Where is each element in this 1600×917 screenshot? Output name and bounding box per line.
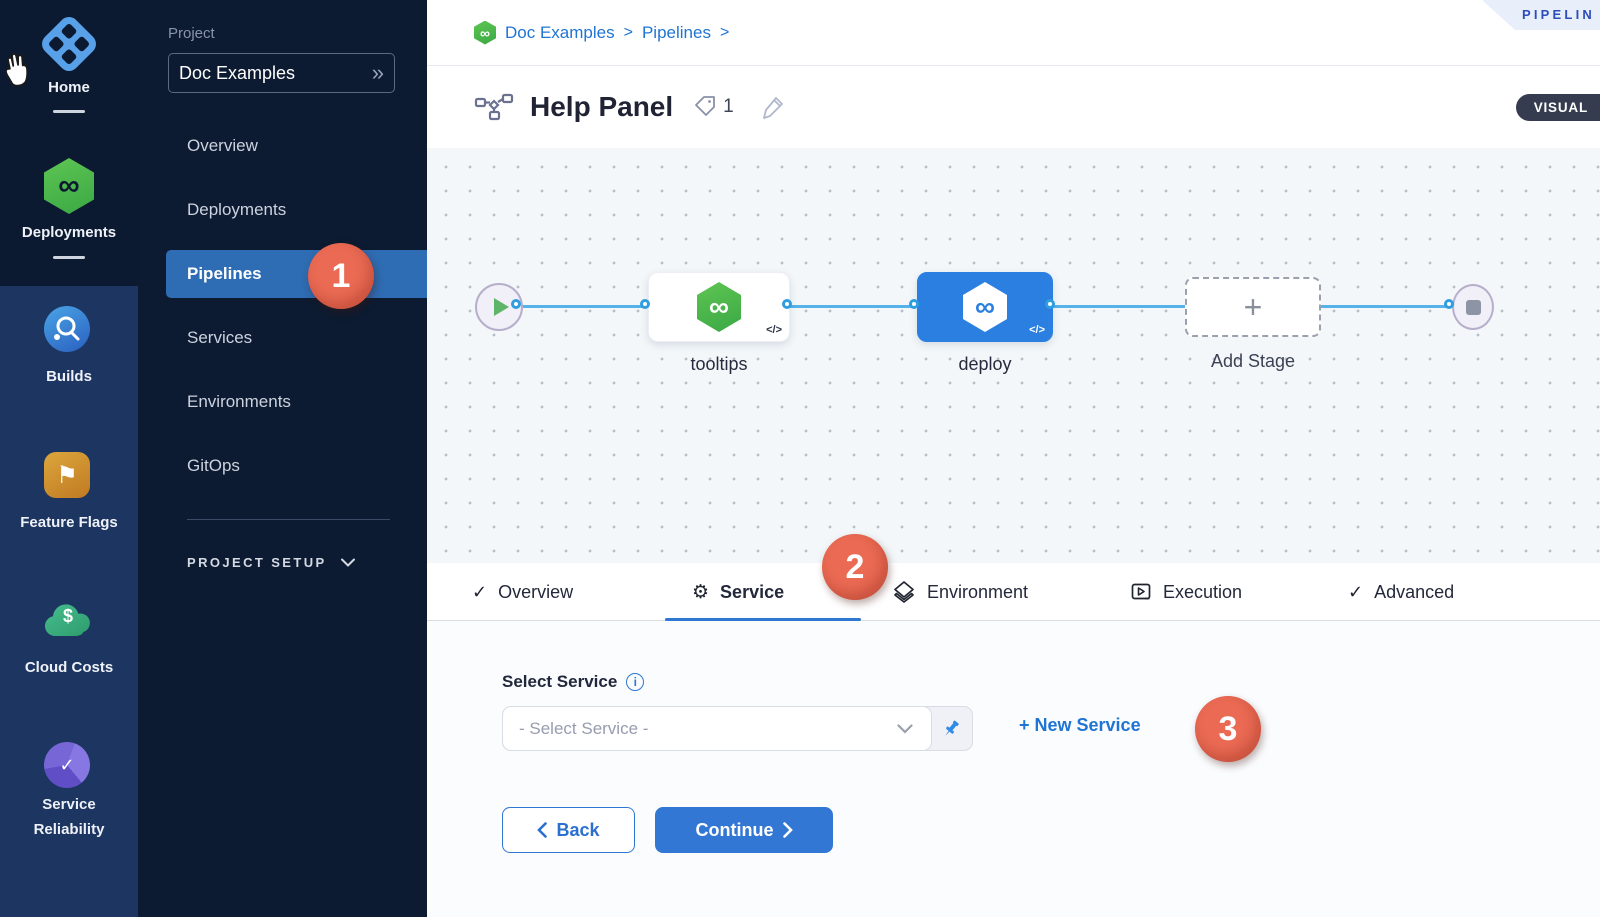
- tab-environment[interactable]: Environment: [892, 563, 1028, 621]
- pipeline-studio-ribbon: PIPELIN: [1482, 0, 1600, 30]
- module-label: Feature Flags: [20, 514, 118, 531]
- stage-node-tooltips[interactable]: ∞ </>: [648, 272, 790, 342]
- breadcrumb-separator: >: [719, 23, 730, 41]
- pipeline-canvas[interactable]: ∞ </> tooltips ∞ </> deploy + Add Stage: [427, 148, 1600, 563]
- harness-project-icon: ∞: [474, 20, 496, 45]
- continue-button[interactable]: Continue: [655, 807, 833, 853]
- deployments-underline: [53, 256, 85, 259]
- project-section-label: Project: [168, 25, 215, 42]
- pipeline-icon: [474, 93, 514, 121]
- visual-yaml-toggle[interactable]: VISUAL: [1515, 94, 1600, 121]
- tab-advanced[interactable]: ✓ Advanced: [1348, 581, 1455, 602]
- stage-label: deploy: [958, 354, 1012, 374]
- tab-execution[interactable]: Execution: [1130, 563, 1242, 621]
- execution-icon: [1131, 583, 1151, 600]
- stage-label: tooltips: [690, 354, 748, 374]
- tab-overview[interactable]: ✓ Overview: [472, 581, 574, 602]
- edit-pencil-icon[interactable]: [760, 94, 786, 120]
- select-placeholder: - Select Service -: [519, 718, 649, 738]
- gear-icon: ⚙: [692, 581, 710, 603]
- sidebar-item-environments[interactable]: Environments: [187, 392, 291, 411]
- chevron-down-icon: [340, 558, 355, 567]
- stage-node-deploy[interactable]: ∞ </>: [917, 272, 1053, 342]
- project-setup-toggle[interactable]: PROJECT SETUP: [138, 546, 427, 578]
- breadcrumb: ∞ Doc Examples > Pipelines > PIPELIN: [427, 0, 1600, 66]
- breadcrumb-pipelines[interactable]: Pipelines: [641, 22, 711, 42]
- stop-icon: [1465, 299, 1481, 315]
- project-name: Doc Examples: [179, 62, 296, 83]
- add-stage-label: Add Stage: [1210, 351, 1296, 371]
- pipeline-end-node[interactable]: [1452, 284, 1494, 330]
- chevron-left-icon: [537, 822, 548, 838]
- hand-cursor-icon: [5, 53, 29, 87]
- add-stage-button[interactable]: +: [1185, 277, 1321, 337]
- service-form: Select Service i - Select Service -: [427, 621, 1600, 917]
- connector-port[interactable]: [511, 299, 521, 309]
- connector-port[interactable]: [909, 299, 919, 309]
- annotation-step-3: 3: [1195, 696, 1261, 762]
- check-icon: ✓: [1348, 581, 1364, 602]
- project-selector[interactable]: Doc Examples »: [168, 53, 395, 93]
- connector-port[interactable]: [782, 299, 792, 309]
- visual-toggle-label: VISUAL: [1533, 100, 1588, 115]
- connector-port[interactable]: [1045, 299, 1055, 309]
- main-content: ∞ Doc Examples > Pipelines > PIPELIN Hel…: [427, 0, 1600, 917]
- module-rail: Home ∞ Deployments Builds ⚑ Feature Flag: [0, 0, 138, 917]
- divider: [187, 519, 390, 520]
- environment-icon: [894, 581, 914, 603]
- cloud-costs-icon: $: [41, 598, 95, 640]
- connector-port[interactable]: [640, 299, 650, 309]
- page-title: Help Panel: [530, 91, 674, 122]
- check-icon: ✓: [472, 581, 488, 602]
- service-reliability-icon: ✓: [44, 742, 90, 788]
- plus-icon: +: [1243, 288, 1263, 325]
- tab-service[interactable]: ⚙ Service: [692, 581, 785, 603]
- code-toggle-icon[interactable]: </>: [766, 324, 782, 336]
- pin-runtime-toggle[interactable]: [930, 707, 972, 750]
- ribbon-label: PIPELIN: [1522, 7, 1595, 22]
- select-service-label: Select Service: [502, 672, 618, 691]
- sidebar-item-overview[interactable]: Overview: [187, 136, 258, 155]
- tag-icon[interactable]: [693, 95, 717, 119]
- module-label: Service Reliability: [33, 796, 105, 838]
- info-icon[interactable]: i: [626, 673, 645, 691]
- pin-icon: [945, 720, 959, 736]
- module-label: Cloud Costs: [24, 659, 114, 676]
- project-panel: Project Doc Examples » Overview Deployme…: [138, 0, 427, 917]
- feature-flags-icon: ⚑: [44, 452, 90, 498]
- title-bar: Help Panel 1 VISUAL: [427, 66, 1600, 148]
- project-setup-label: PROJECT SETUP: [187, 554, 327, 570]
- sidebar-item-deployments-nav[interactable]: Deployments: [187, 200, 287, 219]
- module-label: Builds: [46, 368, 92, 385]
- service-select-group: - Select Service -: [502, 706, 973, 751]
- sidebar-item-services[interactable]: Services: [187, 328, 253, 347]
- annotation-step-1: 1: [308, 243, 374, 309]
- tag-count: 1: [723, 96, 734, 117]
- active-tab-underline: [665, 618, 861, 621]
- expand-project-icon[interactable]: »: [371, 60, 384, 85]
- home-underline: [53, 110, 85, 113]
- new-service-link[interactable]: + New Service: [1019, 715, 1141, 735]
- builds-icon: [44, 306, 90, 352]
- breadcrumb-doc-examples[interactable]: Doc Examples: [505, 22, 615, 42]
- back-button[interactable]: Back: [502, 807, 635, 853]
- sidebar-item-pipelines[interactable]: Pipelines: [166, 250, 427, 298]
- stage-tab-bar: ✓ Overview ⚙ Service Environment Executi: [427, 563, 1600, 621]
- breadcrumb-separator: >: [623, 23, 633, 41]
- play-icon: [494, 298, 509, 316]
- chevron-right-icon: [782, 822, 793, 838]
- module-label: Deployments: [21, 224, 117, 241]
- sidebar-item-gitops[interactable]: GitOps: [187, 456, 240, 475]
- connector-port[interactable]: [1444, 299, 1454, 309]
- chevron-down-icon: [897, 723, 913, 734]
- harness-stage-icon: ∞: [697, 282, 741, 332]
- annotation-step-2: 2: [822, 534, 888, 600]
- code-toggle-icon[interactable]: </>: [1029, 324, 1045, 336]
- select-service-row: Select Service i: [502, 672, 645, 692]
- service-select-dropdown[interactable]: - Select Service -: [502, 706, 932, 751]
- harness-stage-icon: ∞: [963, 282, 1007, 332]
- module-label: Home: [48, 79, 90, 96]
